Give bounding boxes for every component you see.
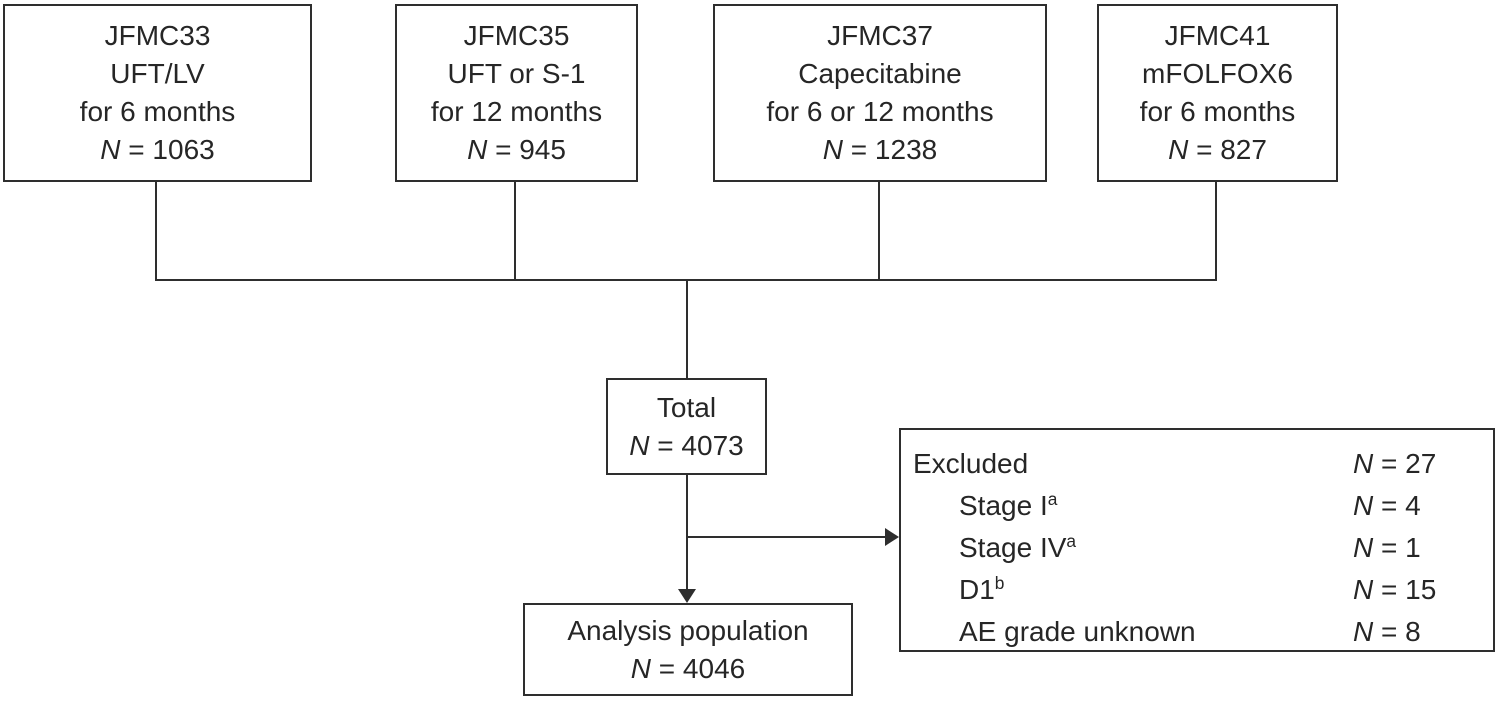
excluded-row-ae-grade-unknown: AE grade unknown N = 8	[901, 611, 1493, 653]
trial-name: JFMC35	[463, 20, 570, 51]
trial-regimen: UFT or S-1	[447, 58, 586, 89]
n-symbol: N	[822, 134, 844, 165]
excluded-n: N = 1	[1353, 527, 1421, 569]
trial-n: N = 827	[1168, 131, 1267, 169]
trial-duration: for 6 months	[79, 96, 236, 127]
trial-box-jfmc33: JFMC33 UFT/LV for 6 months N = 1063	[3, 4, 312, 182]
n-symbol: N	[1353, 574, 1374, 605]
n-symbol: N	[1168, 134, 1189, 165]
connector-line-to-analysis	[686, 475, 688, 592]
analysis-label: Analysis population	[567, 614, 809, 646]
excluded-label: Stage Ia	[959, 489, 1058, 521]
n-symbol: N	[467, 134, 488, 165]
connector-stub-jfmc33	[155, 182, 157, 280]
n-symbol: N	[630, 652, 652, 684]
trial-name: JFMC37	[827, 20, 933, 51]
excluded-row-d1: D1b N = 15	[901, 569, 1493, 611]
n-value: = 1238	[850, 134, 938, 165]
analysis-population-box: Analysis population N = 4046	[523, 603, 853, 696]
excluded-row-stage-i: Stage Ia N = 4	[901, 485, 1493, 527]
trial-duration: for 12 months	[430, 96, 603, 127]
connector-stub-jfmc35	[514, 182, 516, 280]
trial-n: N = 1238	[823, 131, 937, 169]
n-symbol: N	[1353, 448, 1374, 479]
trial-regimen: Capecitabine	[798, 58, 962, 89]
arrowhead-right-icon	[885, 528, 899, 546]
trial-duration: for 6 months	[1139, 96, 1296, 127]
excluded-box: Excluded N = 27 Stage Ia N = 4 Stage IVa…	[899, 428, 1495, 652]
n-value: = 1	[1381, 532, 1421, 563]
total-label: Total	[656, 391, 717, 423]
footnote-marker: a	[1047, 489, 1058, 510]
n-symbol: N	[629, 429, 650, 461]
connector-stub-jfmc37	[878, 182, 880, 280]
excluded-n: N = 27	[1353, 443, 1436, 485]
analysis-n: N = 4046	[631, 650, 745, 688]
n-value: = 945	[495, 134, 566, 165]
n-value: = 827	[1196, 134, 1267, 165]
excluded-label: AE grade unknown	[959, 616, 1196, 647]
footnote-marker: b	[994, 573, 1005, 594]
n-value: = 4	[1381, 490, 1421, 521]
n-value: = 4073	[657, 429, 744, 461]
n-symbol: N	[1353, 616, 1374, 647]
trial-box-jfmc41: JFMC41 mFOLFOX6 for 6 months N = 827	[1097, 4, 1338, 182]
connector-stub-jfmc41	[1215, 182, 1217, 280]
n-symbol: N	[1353, 490, 1374, 521]
trial-regimen: mFOLFOX6	[1142, 58, 1293, 89]
excluded-label: Excluded	[913, 448, 1029, 479]
trial-n: N = 945	[467, 131, 566, 169]
n-symbol: N	[1353, 532, 1374, 563]
trial-name: JFMC33	[104, 20, 211, 51]
n-value: = 8	[1381, 616, 1421, 647]
trial-box-jfmc35: JFMC35 UFT or S-1 for 12 months N = 945	[395, 4, 638, 182]
excluded-label: D1b	[959, 573, 1005, 605]
trial-name: JFMC41	[1164, 20, 1271, 51]
excluded-n: N = 15	[1353, 569, 1436, 611]
excluded-n: N = 4	[1353, 485, 1421, 527]
connector-bus-line	[155, 279, 1217, 281]
total-n: N = 4073	[629, 427, 743, 465]
excluded-n: N = 8	[1353, 611, 1421, 653]
arrowhead-down-icon	[678, 589, 696, 603]
excluded-row-total: Excluded N = 27	[901, 443, 1493, 485]
n-value: = 15	[1381, 574, 1437, 605]
footnote-marker: a	[1066, 531, 1077, 552]
excluded-label: Stage IVa	[959, 531, 1077, 563]
connector-line-to-excluded	[686, 536, 886, 538]
excluded-row-stage-iv: Stage IVa N = 1	[901, 527, 1493, 569]
trial-n: N = 1063	[100, 131, 214, 169]
trial-box-jfmc37: JFMC37 Capecitabine for 6 or 12 months N…	[713, 4, 1047, 182]
trial-regimen: UFT/LV	[110, 58, 205, 89]
connector-line-to-total	[686, 281, 688, 378]
n-value: = 27	[1381, 448, 1437, 479]
n-value: = 1063	[128, 134, 215, 165]
total-box: Total N = 4073	[606, 378, 767, 475]
n-symbol: N	[100, 134, 121, 165]
trial-duration: for 6 or 12 months	[766, 96, 994, 127]
n-value: = 4046	[658, 652, 746, 684]
